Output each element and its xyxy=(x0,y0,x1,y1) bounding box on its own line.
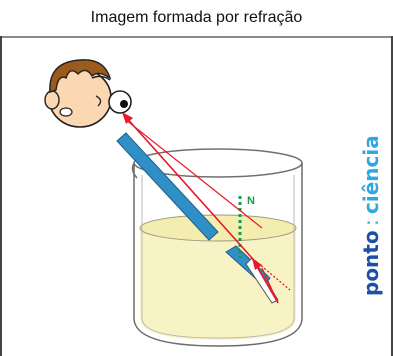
eye-icon xyxy=(108,90,132,114)
ray-to-eye xyxy=(123,114,253,259)
brand-logo: ponto : ciência xyxy=(359,135,383,296)
refraction-diagram: N xyxy=(44,59,303,347)
ray-rod-to-eye xyxy=(125,119,263,229)
rod-real-tip xyxy=(245,257,279,304)
water-surface xyxy=(139,214,297,242)
ray-arrowhead-eye xyxy=(122,112,133,124)
beaker-outline xyxy=(133,163,303,347)
right-border xyxy=(391,36,393,356)
ray-apparent-extension xyxy=(251,257,291,291)
left-border xyxy=(0,36,2,356)
water xyxy=(140,228,296,340)
svg-text::: : xyxy=(359,219,383,226)
svg-text:ponto: ponto xyxy=(359,230,383,296)
ray-underwater-2 xyxy=(261,267,279,304)
ray-arrowhead-underwater xyxy=(252,258,262,270)
svg-text:ciência: ciência xyxy=(359,135,383,214)
title-divider xyxy=(0,36,393,38)
normal-label: N xyxy=(247,195,255,207)
observer-face-icon xyxy=(44,59,112,128)
rod-above-water xyxy=(116,132,219,241)
page-title: Imagem formada por refração xyxy=(90,9,303,26)
beaker-spout xyxy=(131,162,138,179)
beaker-inner-edge xyxy=(141,175,295,339)
